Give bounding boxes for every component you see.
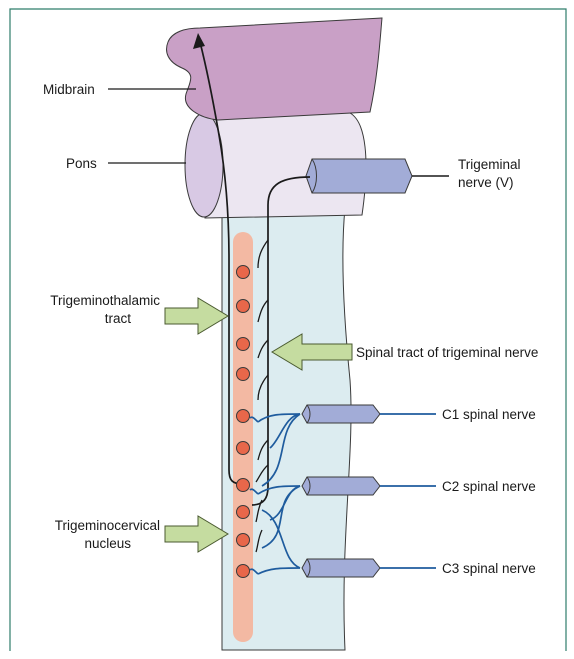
c1-spinal-nerve-label: C1 spinal nerve	[442, 407, 536, 422]
trigeminal-nerve-label-line2: nerve (V)	[458, 175, 514, 190]
c3-nerve-sleeve	[302, 559, 380, 577]
spinal-nerve-leads	[380, 414, 436, 568]
nucleus-cell	[237, 266, 250, 279]
nucleus-cell	[237, 338, 250, 351]
midbrain-shape	[167, 18, 382, 120]
trigeminocervical-pointer-arrow	[165, 516, 228, 552]
nucleus-cell	[237, 410, 250, 423]
pons-label: Pons	[66, 156, 97, 171]
c2-spinal-nerve-label: C2 spinal nerve	[442, 479, 536, 494]
trigeminocervical-label-line2: nucleus	[84, 536, 131, 551]
spinal-tract-label: Spinal tract of trigeminal nerve	[356, 345, 538, 360]
nucleus-cell	[237, 534, 250, 547]
trigeminothalamic-pointer-arrow	[165, 298, 228, 334]
nucleus-cell	[237, 506, 250, 519]
nucleus-cell	[237, 565, 250, 578]
trigeminal-nerve-label-line1: Trigeminal	[458, 157, 521, 172]
trigeminothalamic-label-line2: tract	[105, 311, 132, 326]
c2-nerve-sleeve	[302, 477, 380, 495]
nucleus-column	[233, 232, 253, 642]
nucleus-cell	[237, 300, 250, 313]
trigeminothalamic-label-line1: Trigeminothalamic	[50, 293, 160, 308]
trigeminal-nerve-sleeve	[306, 159, 449, 193]
c3-spinal-nerve-label: C3 spinal nerve	[442, 561, 536, 576]
midbrain-label: Midbrain	[43, 82, 95, 97]
c1-nerve-sleeve	[302, 405, 380, 423]
nucleus-cell	[237, 368, 250, 381]
trigeminocervical-label-line1: Trigeminocervical	[55, 518, 160, 533]
nucleus-cell	[237, 479, 250, 492]
nucleus-cell	[237, 442, 250, 455]
